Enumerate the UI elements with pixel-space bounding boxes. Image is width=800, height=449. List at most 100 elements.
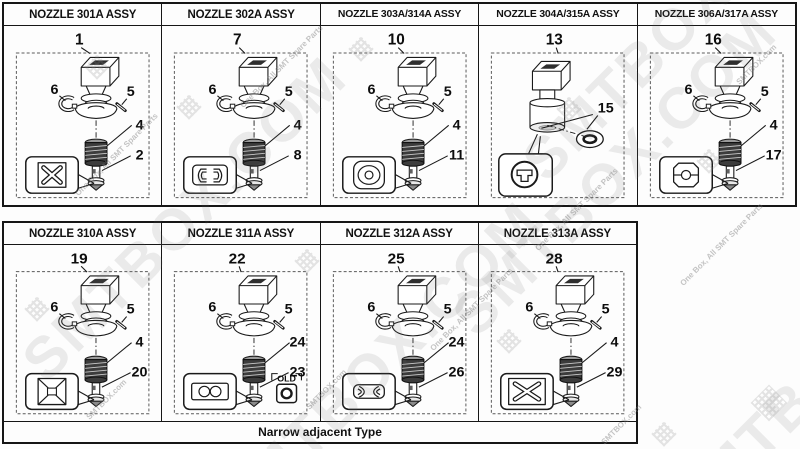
pin-figure [115,102,127,113]
callout-assy: 1 [75,32,84,49]
callout-tip: 20 [132,365,148,381]
nozzle-304-body-figure [530,61,570,132]
tip-detail-box [341,156,412,194]
panel-diagram: 1 6 5 4 2 [4,26,161,205]
panel-diagram: 13 15 [479,26,636,205]
callout-spring: 4 [136,335,144,351]
bowtie-icon [352,384,385,399]
panel-nozzle-311a: NOZZLE 311A ASSY [162,223,321,421]
callout-spring: 4 [610,335,618,351]
callout-assy: 10 [388,32,405,49]
callout-tip: 23 [290,365,306,381]
panel-title: NOZZLE 304A/315A ASSY [479,4,637,26]
double-bracket-icon [192,164,229,186]
panel-diagram: 28 6 5 4 29 [479,245,636,421]
old-type-badge: OLD [271,373,303,404]
callout-spring: 24 [290,335,306,351]
tip-detail-box [499,372,570,411]
watermark-tagline: One Box, All SMT Spare Parts [678,201,765,288]
watermark-qr-pattern [651,421,677,447]
panel-title: NOZZLE 311A ASSY [162,223,320,245]
callout-tip: 29 [606,365,622,381]
panel-nozzle-301a: NOZZLE 301A ASSY [4,4,163,205]
callout-clip: 6 [367,82,375,98]
round-cross-icon [507,377,546,406]
panel-title: NOZZLE 312A ASSY [320,223,478,245]
callout-pin: 5 [760,84,768,100]
nozzle-301a-diagram: 1 6 5 4 2 [15,32,150,199]
panel-diagram: 16 6 5 4 17 [638,26,795,205]
panel-diagram: 10 6 5 4 11 [321,26,478,205]
nozzle-302a-diagram: 7 6 5 4 8 [174,32,308,199]
panel-nozzle-302a: NOZZLE 302A ASSY [162,4,321,205]
callout-washer: 15 [598,101,614,117]
callout-pin: 5 [601,302,609,318]
callout-assy: 7 [233,32,242,49]
callout-tip: 8 [294,148,302,164]
callout-tip: 26 [448,365,464,381]
callout-pin: 5 [444,84,452,100]
callout-assy: 16 [704,32,721,49]
narrow-adjacent-type-label: Narrow adjacent Type [4,421,636,442]
tee-blob-icon [510,160,539,189]
nozzle-304a-diagram: 13 15 [491,32,625,199]
callout-pin: 5 [285,84,293,100]
panel-nozzle-313a: NOZZLE 313A ASSY [478,223,636,421]
row-1-panels: NOZZLE 301A ASSY [2,2,797,207]
tip-detail-box [341,372,411,411]
tip-detail-box [25,372,95,411]
callout-assy: 28 [545,251,562,268]
tip-detail-box [658,156,728,194]
panel-title: NOZZLE 313A ASSY [478,223,636,245]
callout-pin: 5 [443,302,451,318]
nozzle-306a-diagram: 16 6 5 4 17 [649,32,784,199]
nozzle-310a-diagram: 19 6 5 4 20 [15,251,150,415]
callout-clip: 6 [50,82,58,98]
nozzle-312a-diagram: 25 6 5 24 26 [332,251,466,415]
callout-assy: 19 [71,251,88,268]
callout-clip: 6 [209,300,217,316]
row-2-panels: NOZZLE 310A ASSY [2,221,638,444]
callout-assy: 22 [229,251,246,268]
callout-assy: 25 [387,251,404,268]
row-2-cells: NOZZLE 310A ASSY [4,223,636,421]
panel-diagram: 25 6 5 24 26 [321,245,478,421]
panel-title: NOZZLE 306A/317A ASSY [637,4,796,26]
panel-nozzle-303a-314a: NOZZLE 303A/314A ASSY [320,4,480,205]
old-label: OLD [277,373,296,383]
watermark-qr-pattern [750,384,788,422]
callout-clip: 6 [684,82,692,98]
callout-tip: 11 [449,148,464,164]
watermark-brand: SMTBOX.COM [657,188,800,449]
double-circle-icon [191,382,230,401]
hex-hole-icon [672,162,699,188]
tip-detail-box [183,372,253,411]
callout-pin: 5 [285,302,293,318]
callout-clip: 6 [525,300,533,316]
callout-assy: 13 [546,32,563,49]
callout-spring: 4 [769,117,777,133]
callout-spring: 4 [136,117,144,133]
panel-diagram: 19 6 5 4 20 [4,245,161,421]
cross-petal-icon [37,162,67,188]
callout-clip: 6 [50,300,58,316]
nozzle-313a-diagram: 28 6 5 4 29 [490,251,625,415]
panel-nozzle-312a: NOZZLE 312A ASSY [320,223,479,421]
tip-detail-box [25,156,95,194]
ring-icon [352,160,385,190]
panel-diagram: OLD 22 6 5 24 23 [162,245,319,421]
callout-tip: 17 [765,148,781,164]
panel-title: NOZZLE 301A ASSY [4,4,162,26]
panel-nozzle-304a-315a: NOZZLE 304A/315A ASSY [479,4,638,205]
nozzle-assembly-figure [75,57,119,190]
panel-nozzle-310a: NOZZLE 310A ASSY [4,223,163,421]
callout-spring: 4 [452,117,460,133]
callout-pin: 5 [127,302,135,318]
callout-tip: 2 [136,148,144,164]
panel-nozzle-306a-317a: NOZZLE 306A/317A ASSY [637,4,796,205]
nozzle-311a-diagram: OLD 22 6 5 24 23 [174,251,308,415]
tip-detail-box [498,133,554,197]
panel-diagram: 7 6 5 4 8 [162,26,319,205]
callout-clip: 6 [367,300,375,316]
